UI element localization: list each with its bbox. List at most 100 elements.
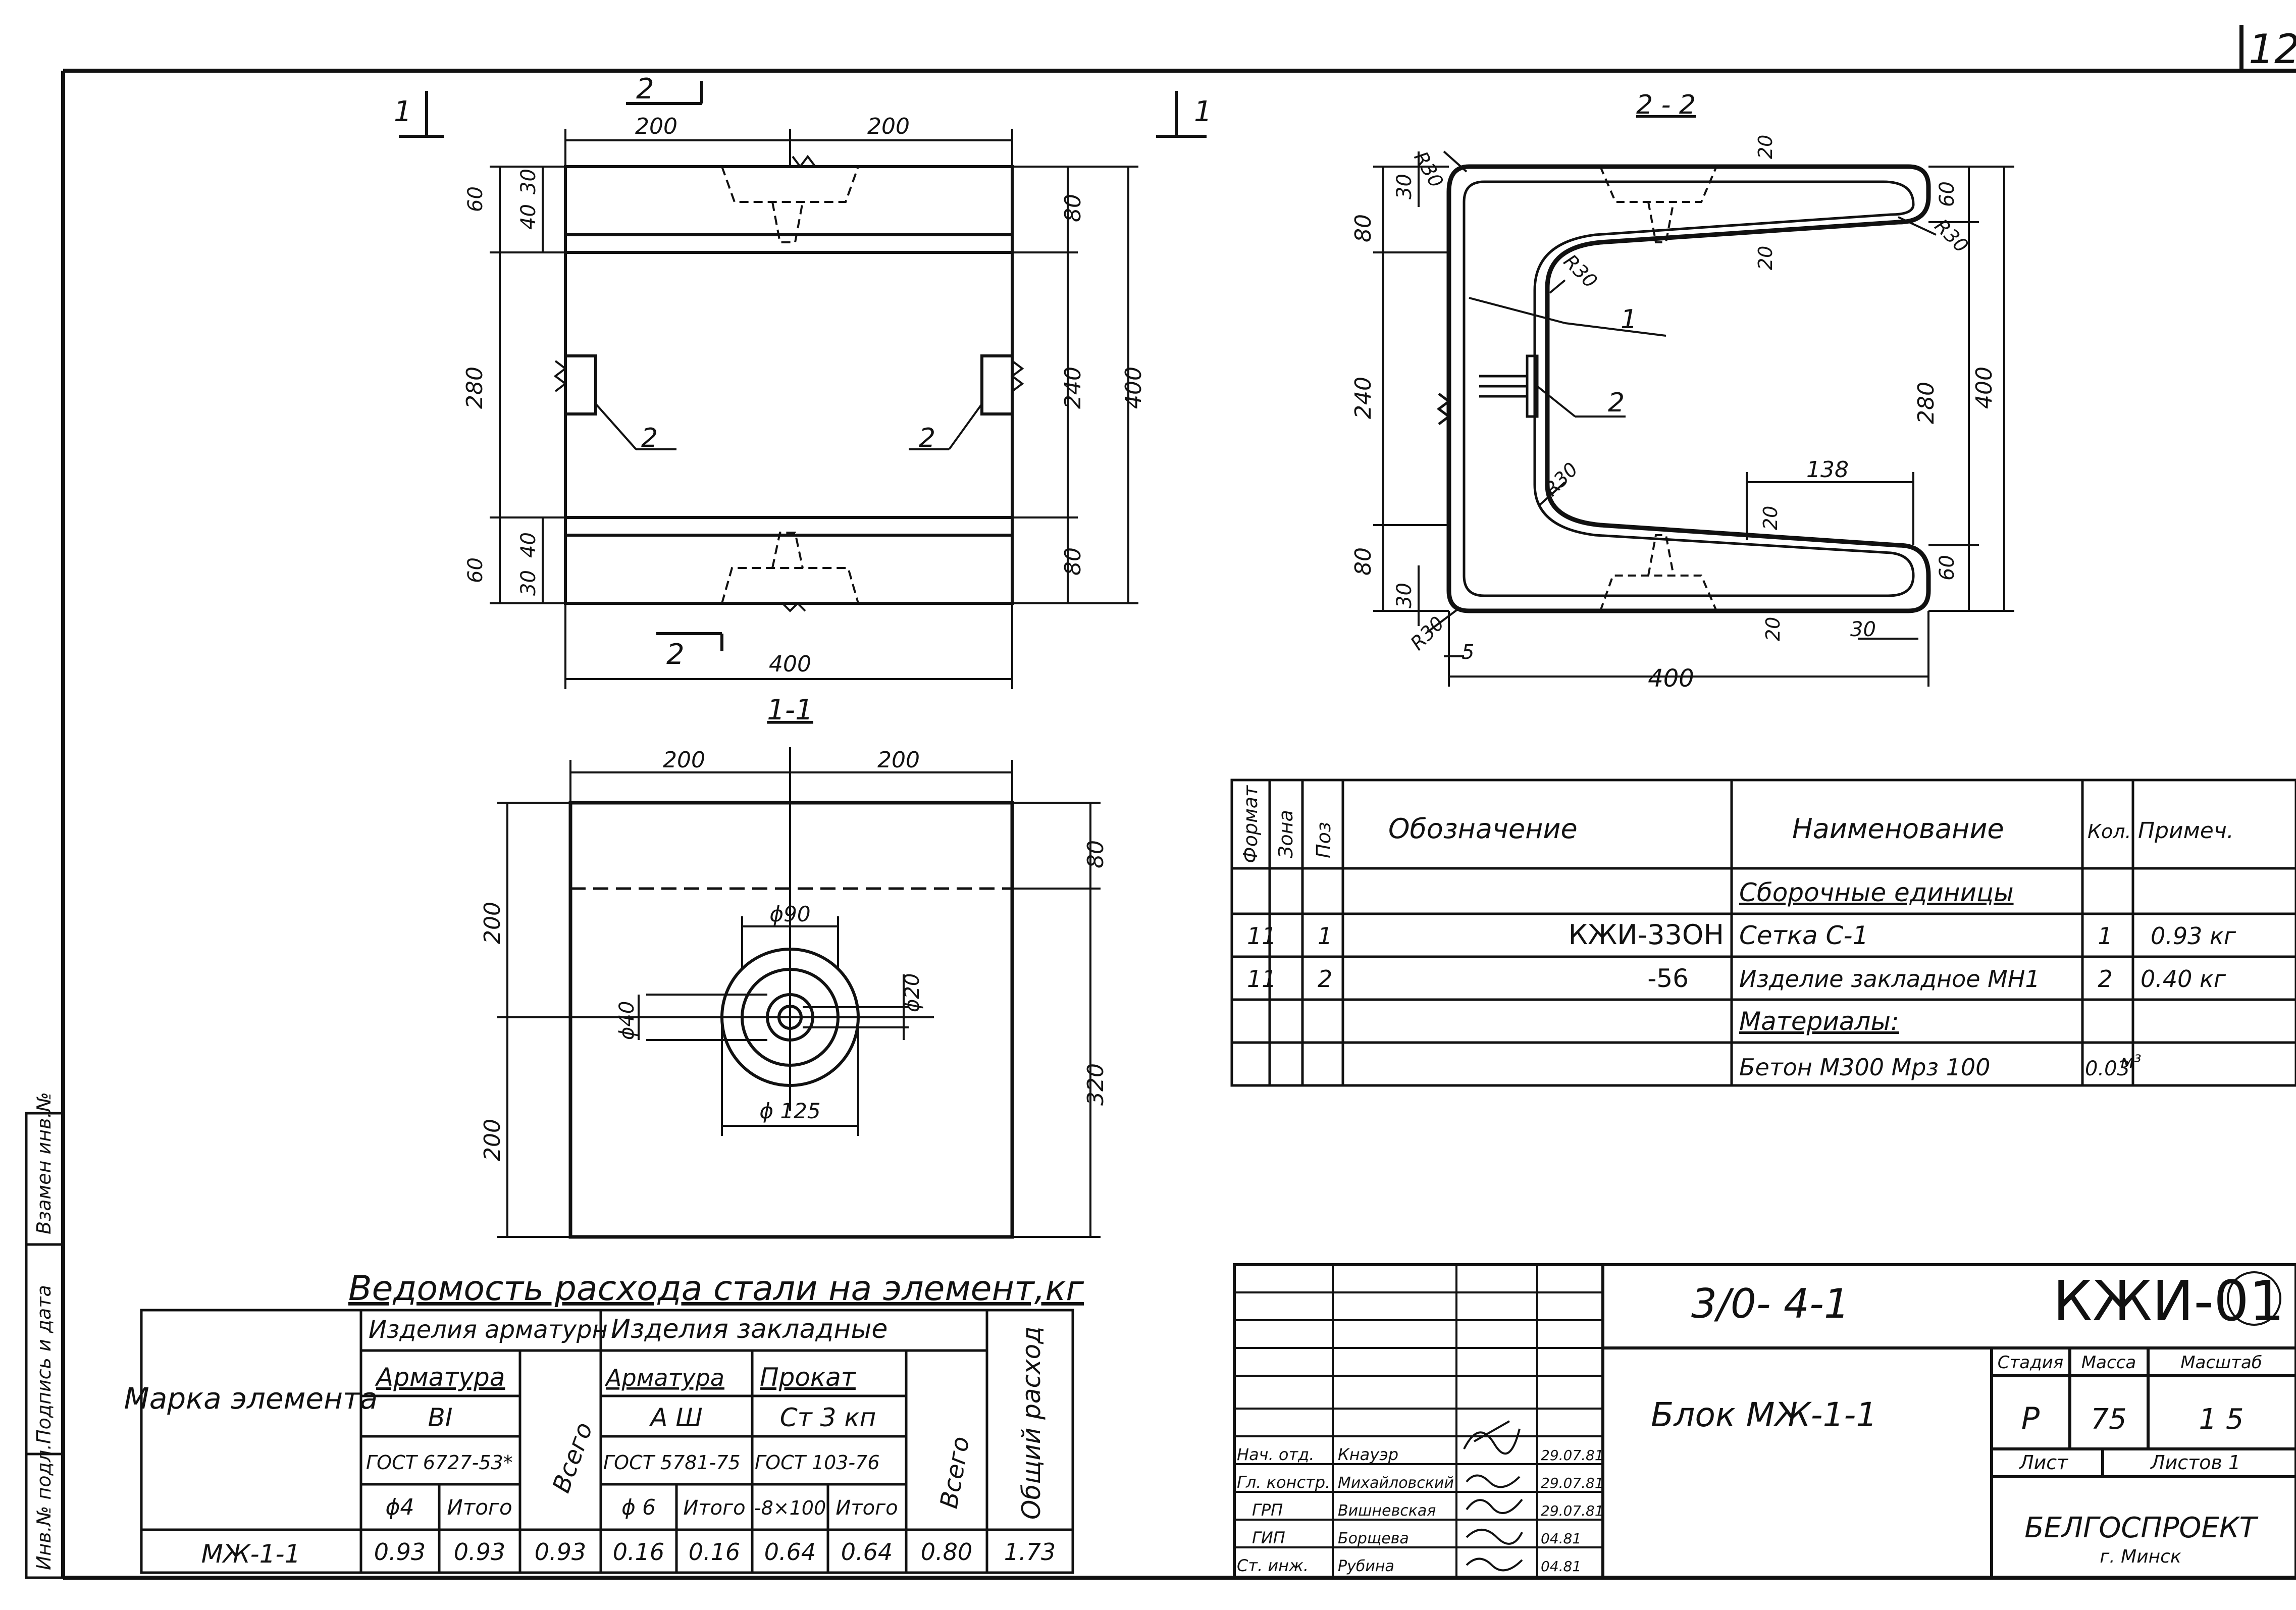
- tb-sig-2-name: Вишневская: [1338, 1502, 1436, 1520]
- dim-right-400: 400: [1121, 367, 1146, 409]
- spec-h-name: Наименование: [1792, 813, 2004, 845]
- s2-callout-2: 2: [1608, 388, 1625, 418]
- spec-h-pos: Поз: [1313, 822, 1335, 858]
- spec-row-1-name: Сетка С-1: [1739, 921, 1868, 950]
- steel-h-total1: Итого: [447, 1495, 512, 1520]
- dim-left-60b: 60: [464, 557, 487, 583]
- steel-h-overall: Общий расход: [1017, 1326, 1046, 1520]
- steel-h-rolled: Прокат: [760, 1363, 857, 1392]
- s1-dim-top-right: 200: [877, 747, 920, 773]
- steel-row-total1: 0.93: [454, 1538, 505, 1566]
- tb-sheet-label: Лист: [2018, 1451, 2069, 1474]
- s2-callout-1: 1: [1621, 304, 1637, 335]
- steel-h-total2: Итого: [683, 1496, 745, 1520]
- s1-d125: ϕ 125: [759, 1099, 820, 1123]
- tb-sig-4-date: 04.81: [1541, 1558, 1581, 1575]
- steel-h-all2: Всего: [935, 1434, 975, 1511]
- dim-left-60: 60: [464, 186, 487, 212]
- side-stamp-sign: Подпись и дата: [33, 1285, 55, 1444]
- steel-h-total3: Итого: [836, 1496, 898, 1520]
- spec-row-0-name: Сборочные единицы: [1739, 878, 2014, 907]
- s1-d40: ϕ40: [615, 1001, 639, 1040]
- steel-h-aiii: А Ш: [649, 1403, 703, 1432]
- s2-dim-20-b: 20: [1754, 246, 1777, 270]
- steel-h-rebar-items: Изделия арматурн: [369, 1316, 608, 1344]
- spec-row-1-fmt: 11: [1247, 922, 1277, 950]
- steel-h-mark: Марка элемента: [124, 1381, 378, 1416]
- dim-left-280: 280: [462, 367, 488, 409]
- s2-dim-80: 80: [1350, 214, 1376, 242]
- dim-left-40b: 40: [517, 532, 540, 558]
- tb-sig-3-date: 04.81: [1541, 1530, 1581, 1547]
- steel-h-gost1: ГОСТ 6727-53*: [366, 1451, 513, 1474]
- s2-dim-138: 138: [1806, 457, 1849, 483]
- tb-sig-0-role: Нач. отд.: [1237, 1445, 1314, 1464]
- s2-dim-30-bottom: 30: [1393, 583, 1416, 608]
- s1-dim-left-200a: 200: [480, 902, 505, 944]
- s2-dim-30-top: 30: [1393, 174, 1416, 199]
- steel-row-overall: 1.73: [1004, 1538, 1056, 1566]
- tb-doc-code: 3/0- 4-1: [1691, 1280, 1850, 1327]
- s2-dim-60-top: 60: [1936, 181, 1959, 207]
- s1-d20: ϕ20: [901, 973, 924, 1012]
- steel-h-d4: ϕ4: [385, 1494, 414, 1520]
- steel-row-d6: 0.16: [613, 1538, 664, 1566]
- callout-left: 2: [641, 423, 658, 453]
- s2-dim-280: 280: [1913, 382, 1939, 424]
- s2-dim-20-c: 20: [1759, 506, 1782, 530]
- steel-h-bi: ВI: [428, 1403, 452, 1432]
- dim-left-30: 30: [517, 169, 540, 194]
- section-1-title: 1-1: [767, 694, 813, 726]
- steel-table: Ведомость расхода стали на элемент,кг Ма…: [124, 1269, 1084, 1574]
- tb-sig-1-name: Михайловский: [1338, 1474, 1454, 1492]
- dim-right-80b: 80: [1060, 547, 1086, 576]
- spec-row-1-designation: КЖИ-33ОН: [1569, 919, 1724, 951]
- sheet-number: 12: [2249, 26, 2296, 73]
- s2-dim-20-a: 20: [1754, 135, 1777, 159]
- spec-row-2-fmt: 11: [1247, 965, 1277, 993]
- spec-row-3-name: Материалы:: [1739, 1007, 1899, 1036]
- section-1-view: 1-1: [480, 694, 1109, 1239]
- spec-h-note: Примеч.: [2138, 818, 2234, 844]
- spec-h-format: Формат: [1239, 785, 1262, 863]
- spec-row-2-designation: -56: [1647, 964, 1689, 993]
- steel-h-all1: Всего: [547, 1419, 599, 1496]
- spec-row-1-note: 0.93 кг: [2151, 922, 2236, 950]
- dim-right-240: 240: [1060, 367, 1086, 409]
- dim-top-right: 200: [867, 114, 910, 139]
- s2-radius-5: R30: [1406, 612, 1448, 654]
- tb-mark: КЖИ-01: [2053, 1269, 2284, 1333]
- spec-row-2-note: 0.40 кг: [2141, 965, 2226, 993]
- steel-h-embedded: Изделия закладные: [611, 1314, 888, 1344]
- tb-sig-3-role: ГИП: [1252, 1528, 1285, 1547]
- spec-row-1-qty: 1: [2098, 922, 2112, 950]
- s1-dim-right-80: 80: [1083, 840, 1109, 868]
- spec-h-qty: Кол.: [2088, 820, 2131, 843]
- side-stamp-swap: Взамен инв.№: [33, 1092, 55, 1234]
- spec-table: Формат Зона Поз Обозначение Наименование…: [1230, 778, 2296, 1087]
- spec-row-4-qty: 0.03: [2085, 1057, 2130, 1080]
- spec-h-zone: Зона: [1275, 810, 1297, 858]
- steel-h-gost3: ГОСТ 103-76: [755, 1451, 880, 1474]
- steel-row-strip: 0.64: [764, 1538, 816, 1566]
- tb-sig-1-role: Гл. констр.: [1237, 1473, 1330, 1492]
- steel-row-total2: 0.16: [689, 1538, 740, 1566]
- tb-sig-4-role: Ст. инж.: [1237, 1556, 1309, 1575]
- section-mark-2-top: 2: [636, 73, 654, 106]
- steel-h-rebar: Арматура: [375, 1363, 505, 1392]
- tb-h-mass: Масса: [2081, 1353, 2136, 1373]
- spec-row-2-qty: 2: [2098, 965, 2112, 993]
- s2-dim-5: 5: [1462, 641, 1474, 664]
- steel-h-d6: ϕ 6: [621, 1495, 656, 1520]
- tb-sig-2-date: 29.07.81: [1541, 1502, 1604, 1519]
- s2-dim-240: 240: [1350, 377, 1376, 419]
- dim-right-80: 80: [1060, 194, 1086, 222]
- tb-name: Блок МЖ-1-1: [1651, 1395, 1877, 1434]
- title-block: 3/0- 4-1 КЖИ-01 Блок МЖ-1-1 Стадия Масса…: [1233, 1263, 2296, 1579]
- main-view: 1 1 2 2 200 200 400 60 40 30 280 60 30 4…: [394, 73, 1212, 689]
- steel-row-mark: МЖ-1-1: [201, 1539, 301, 1569]
- section-2-title: 2 - 2: [1636, 90, 1696, 120]
- dim-top-left: 200: [635, 114, 677, 139]
- spec-row-2-pos: 2: [1318, 965, 1332, 993]
